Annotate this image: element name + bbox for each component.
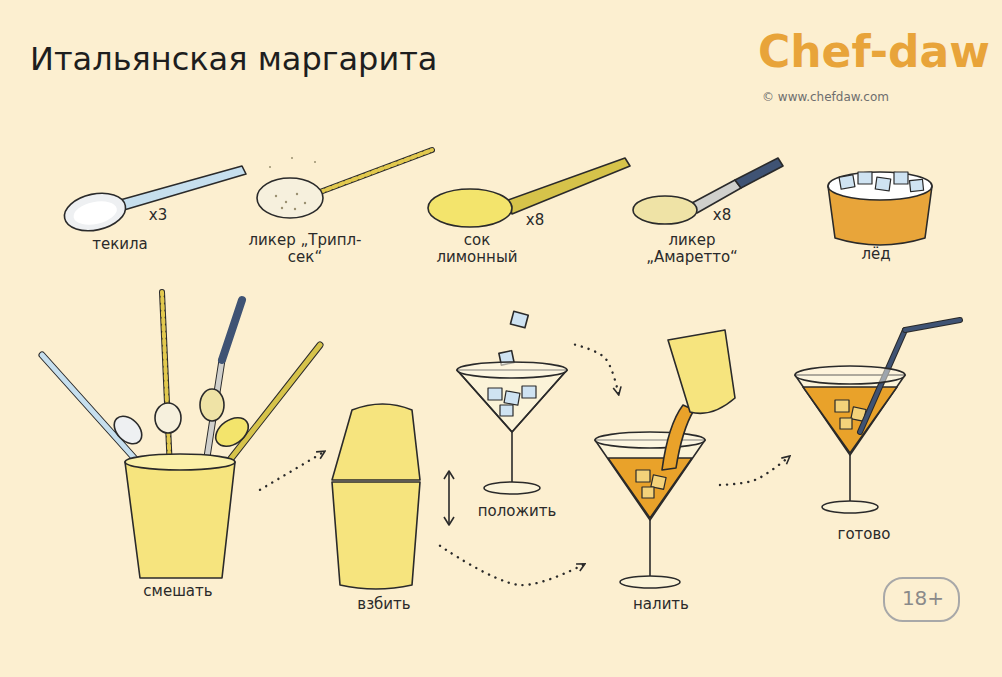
node-label: готово — [838, 526, 891, 543]
quantity: x8 — [713, 207, 731, 224]
shaker-lid — [332, 404, 420, 480]
cup-rim — [125, 454, 235, 470]
spoon-bowl — [61, 188, 129, 236]
spoon-handle — [120, 166, 246, 210]
node-label: текила — [92, 236, 148, 253]
spoon-shine — [71, 198, 119, 229]
node-label: смешать — [143, 583, 212, 600]
spoon-bowl — [633, 196, 697, 224]
quantity: x8 — [526, 212, 544, 229]
drink — [803, 387, 897, 453]
node-label: ликер „Трипл-сек“ — [243, 232, 368, 267]
copyright: © www.chefdaw.com — [762, 90, 889, 104]
glass-base — [822, 501, 878, 513]
glass-bowl — [595, 440, 705, 520]
mixing-cup — [125, 462, 235, 578]
spoon-bowl — [257, 178, 323, 218]
spoon-handle — [320, 150, 432, 192]
quantity: x3 — [149, 207, 167, 224]
node-label: ликер „Амаретто“ — [630, 232, 755, 267]
glass-stem — [649, 520, 651, 578]
glass-rim — [595, 432, 705, 448]
straw — [905, 320, 960, 330]
dotted-arrow — [720, 456, 790, 485]
glass-rim — [795, 366, 905, 384]
sugar-dots — [269, 157, 316, 210]
glass-bowl — [795, 375, 905, 455]
node-label: налить — [633, 596, 689, 613]
step: положить — [450, 305, 575, 525]
ice-cubes — [839, 172, 924, 192]
ingredient: лёд — [820, 170, 940, 270]
step: взбить — [325, 395, 440, 620]
ingredient: ликер „Амаретто“ x8 — [625, 150, 790, 275]
dotted-arrow — [575, 345, 619, 395]
ingredient: текилаx3 — [60, 150, 250, 260]
logo: Chef-daw — [758, 26, 990, 77]
ingredient: ликер „Трипл-сек“ — [250, 150, 420, 275]
ice-cubes — [636, 470, 666, 498]
age-badge: 18+ — [883, 577, 960, 622]
spoon-handle — [320, 150, 432, 192]
shake-arrow — [444, 471, 454, 525]
ingredient: сок лимонный x8 — [420, 150, 615, 275]
node-label: положить — [478, 503, 557, 520]
glass-base — [620, 576, 680, 588]
pouring-shaker — [668, 330, 735, 413]
falling-ice — [510, 311, 528, 327]
pour-stream — [662, 405, 694, 470]
spoon-handle — [735, 158, 783, 188]
spoon-handle — [508, 158, 630, 214]
ice-bowl-rim — [828, 172, 932, 200]
shaker-body — [332, 482, 420, 589]
straw — [905, 320, 960, 330]
spoons-in-cup — [42, 292, 320, 470]
glass-bowl — [457, 370, 567, 432]
dotted-arrow — [260, 451, 325, 490]
diagram-title: Итальянская маргарита — [30, 40, 437, 78]
step: смешать — [100, 285, 260, 605]
glass-rim — [457, 362, 567, 378]
node-label: 18+ — [902, 587, 944, 610]
spoon-bowl — [428, 189, 512, 227]
node-label: лёд — [861, 246, 890, 263]
step: готово — [790, 315, 930, 550]
node-label: сок лимонный — [427, 232, 527, 267]
ice-cubes — [488, 386, 536, 416]
glass-stem — [511, 432, 513, 484]
node-label: взбить — [357, 596, 410, 613]
step: налить — [585, 395, 720, 620]
glass-stem — [849, 455, 851, 503]
dotted-arrow — [440, 546, 585, 585]
glass-base — [484, 482, 540, 494]
drink — [608, 458, 692, 518]
